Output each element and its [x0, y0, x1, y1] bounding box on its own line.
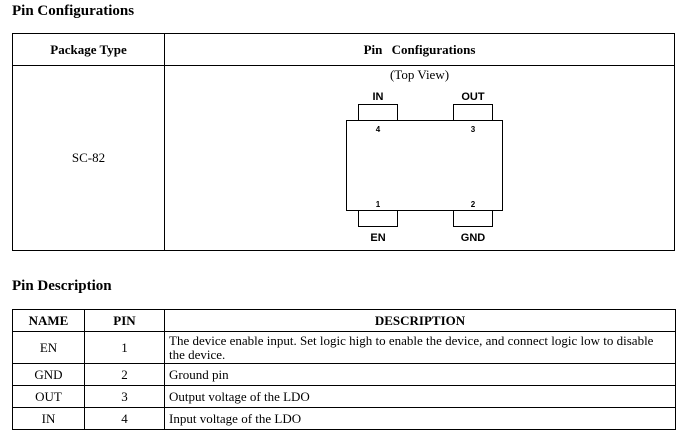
table-row: GND 2 Ground pin: [12, 363, 676, 386]
package-pinout-diagram: IN OUT EN GND 4 3 1 2: [346, 91, 503, 244]
column-divider: [164, 34, 165, 250]
row-pin: 2: [84, 363, 165, 386]
row-description: Input voltage of the LDO: [164, 407, 676, 430]
pin-1-number: 1: [376, 200, 381, 209]
pin-description-table: NAME PIN DESCRIPTION EN 1 The device ena…: [12, 309, 676, 430]
pin-4-number: 4: [376, 125, 381, 134]
pin-3-number: 3: [471, 125, 476, 134]
header-pin: PIN: [84, 309, 165, 332]
table-row: EN 1 The device enable input. Set logic …: [12, 331, 676, 364]
row-pin: 4: [84, 407, 165, 430]
pin-1-lead: [358, 210, 398, 227]
header-name: NAME: [12, 309, 85, 332]
pin-2-number: 2: [471, 200, 476, 209]
row-pin: 1: [84, 331, 165, 364]
row-description: Output voltage of the LDO: [164, 385, 676, 408]
pin-description-title: Pin Description: [12, 278, 112, 294]
pin-configurations-title: Pin Configurations: [12, 3, 135, 19]
row-name: EN: [12, 331, 85, 364]
row-name: GND: [12, 363, 85, 386]
pin-4-lead: [358, 104, 398, 121]
row-name: OUT: [12, 385, 85, 408]
pin-3-lead: [453, 104, 493, 121]
row-pin: 3: [84, 385, 165, 408]
top-view-label: (Top View): [389, 67, 450, 82]
package-body: [346, 120, 503, 211]
header-package-type: Package Type: [50, 42, 127, 57]
header-pin-configurations: Pin Configurations: [363, 42, 476, 57]
pin-4-name: IN: [373, 91, 384, 103]
row-name: IN: [12, 407, 85, 430]
table-row: OUT 3 Output voltage of the LDO: [12, 385, 676, 408]
pin-3-name: OUT: [461, 91, 485, 103]
row-description: The device enable input. Set logic high …: [164, 331, 676, 364]
table-row: IN 4 Input voltage of the LDO: [12, 407, 676, 430]
table-header-row: NAME PIN DESCRIPTION: [12, 309, 676, 332]
header-description: DESCRIPTION: [164, 309, 676, 332]
row-description: Ground pin: [164, 363, 676, 386]
config-header-row: [13, 34, 674, 66]
pin-2-lead: [453, 210, 493, 227]
pin-2-name: GND: [461, 232, 486, 244]
pin-configurations-table: Package Type Pin Configurations SC-82 (T…: [12, 33, 675, 251]
pin-1-name: EN: [370, 232, 385, 244]
package-type-value: SC-82: [71, 150, 106, 165]
